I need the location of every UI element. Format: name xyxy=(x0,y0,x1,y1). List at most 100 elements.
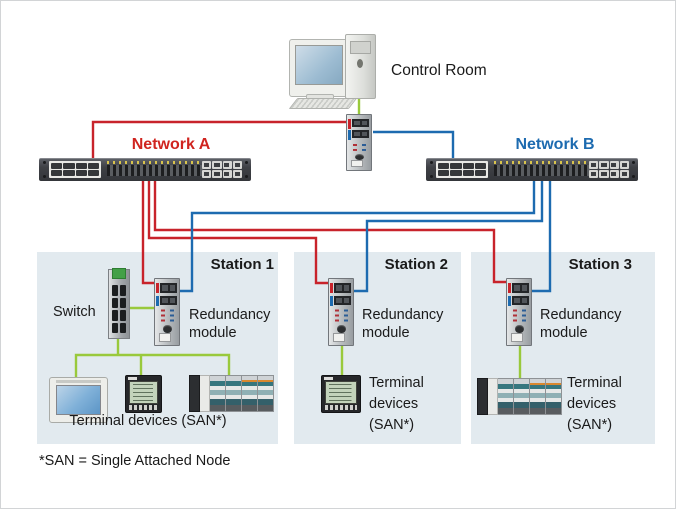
port-cell xyxy=(222,161,232,169)
port-slots xyxy=(494,165,590,176)
station-1-module-label: Redundancy module xyxy=(189,306,270,342)
link-network-a-station-1 xyxy=(141,180,156,285)
link-switch-to-terminals-station-1 xyxy=(74,339,231,378)
rotary-switch xyxy=(337,324,346,334)
device-tag xyxy=(333,333,345,342)
network-a-port-block xyxy=(156,283,177,293)
port-cell xyxy=(87,163,99,169)
tower-drive-bay xyxy=(350,41,371,54)
port-cell xyxy=(120,297,126,308)
port-cell xyxy=(438,170,450,176)
link-network-a-station-2 xyxy=(147,180,330,285)
recorder-buttons xyxy=(325,405,357,410)
station-1-recorder-device xyxy=(125,375,162,413)
station-2-redundancy-module-device xyxy=(328,278,354,346)
io-terminal-module xyxy=(530,378,546,415)
port-cell xyxy=(462,163,474,169)
port-cell xyxy=(51,170,63,176)
terminal-label-line-2: devices xyxy=(369,396,419,412)
station-1-switch-label: Switch xyxy=(53,304,96,320)
port-cell xyxy=(438,163,450,169)
rotary-switch xyxy=(515,324,524,334)
port-cell xyxy=(75,163,87,169)
port-cell xyxy=(120,285,126,296)
network-b-switch-device xyxy=(426,158,638,181)
port-cell xyxy=(202,170,212,178)
status-leds xyxy=(335,309,348,322)
led-row xyxy=(494,161,590,164)
io-coupler xyxy=(477,378,488,415)
port-cell xyxy=(63,163,75,169)
network-b-port-block xyxy=(508,295,529,306)
port-cell xyxy=(212,161,222,169)
mounting-screws xyxy=(630,161,636,178)
module-label-line-1: Redundancy xyxy=(540,307,622,323)
device-tag xyxy=(511,333,523,342)
port-cell xyxy=(112,322,118,333)
port-cell xyxy=(599,161,609,169)
io-coupler xyxy=(189,375,200,412)
network-b-port-block xyxy=(330,295,351,306)
module-label-line-1: Redundancy xyxy=(189,307,271,323)
station-1-hmi-panel-device xyxy=(49,377,108,423)
status-leds xyxy=(513,309,526,322)
control-room-monitor xyxy=(289,39,349,103)
status-leds xyxy=(353,142,366,152)
port-cell xyxy=(609,170,619,178)
io-terminal-module xyxy=(498,378,514,415)
station-2-title: Station 2 xyxy=(384,256,448,273)
port-cell xyxy=(589,170,599,178)
port-cell xyxy=(63,170,75,176)
station-1-redundancy-module-device xyxy=(154,278,180,346)
terminal-label-line-1: Terminal xyxy=(369,375,424,391)
station-1-terminal-label: Terminal devices (SAN*) xyxy=(69,413,227,429)
link-top-module-to-network-a xyxy=(91,120,346,159)
port-cell xyxy=(112,297,118,308)
port-cell xyxy=(212,170,222,178)
port-cell xyxy=(112,310,118,321)
recorder-display xyxy=(129,381,158,404)
port-cell xyxy=(619,170,629,178)
station-3-module-label: Redundancy module xyxy=(540,306,621,342)
io-terminal-module xyxy=(514,378,530,415)
uplink-ports xyxy=(436,161,488,178)
terminal-label-line-3: (SAN*) xyxy=(567,417,613,433)
station-1-io-terminals-device xyxy=(189,375,274,412)
recorder-buttons xyxy=(129,405,158,410)
port-cell xyxy=(87,170,99,176)
port-cell xyxy=(589,161,599,169)
station-1-switch-device xyxy=(108,268,130,339)
link-network-b-station-3 xyxy=(531,180,552,293)
port-cell xyxy=(474,170,486,176)
port-cell xyxy=(232,170,242,178)
network-a-switch-device xyxy=(39,158,251,181)
network-a-port-block xyxy=(330,283,351,293)
station-3-io-terminals-device xyxy=(477,378,562,415)
link-network-a-station-3 xyxy=(153,180,508,284)
mounting-screws xyxy=(41,161,47,178)
tower-power-button xyxy=(357,59,363,68)
io-terminal-module xyxy=(546,378,562,415)
rotary-switch xyxy=(355,154,364,161)
port-cell xyxy=(474,163,486,169)
network-b-label: Network B xyxy=(515,136,595,153)
port-cell xyxy=(222,170,232,178)
network-b-port-block xyxy=(156,295,177,306)
station-1-title: Station 1 xyxy=(210,256,274,273)
led-row xyxy=(107,161,203,164)
module-label-line-1: Redundancy xyxy=(362,307,444,323)
port-cell xyxy=(112,285,118,296)
monitor-screen xyxy=(295,45,343,85)
terminal-label-line-1: Terminal xyxy=(567,375,622,391)
port-slots xyxy=(107,165,203,176)
terminal-label-line-2: devices xyxy=(567,396,617,412)
port-cell xyxy=(232,161,242,169)
link-network-b-station-2 xyxy=(354,180,544,293)
module-label-line-2: module xyxy=(362,325,410,341)
io-terminal-module xyxy=(242,375,258,412)
station-3-title: Station 3 xyxy=(568,256,632,273)
station-3-redundancy-module-device xyxy=(506,278,532,346)
mounting-screws xyxy=(428,161,434,178)
port-cell xyxy=(619,161,629,169)
